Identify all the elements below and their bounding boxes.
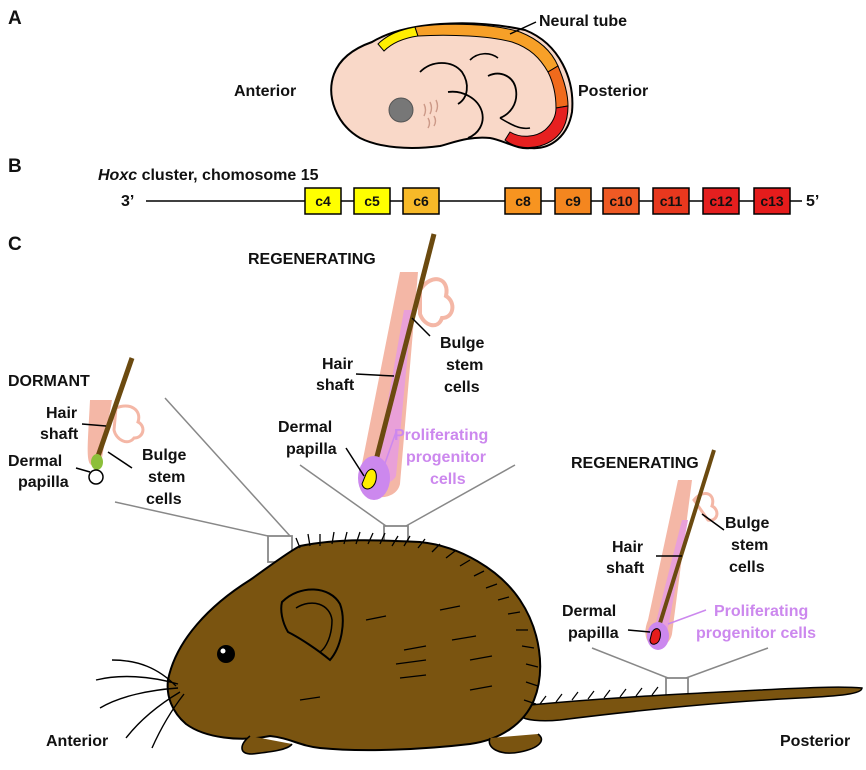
embryo-eye <box>389 98 413 122</box>
regen-top-pointer-papilla <box>346 448 364 476</box>
regen-right-stem-label: stem <box>731 537 768 554</box>
hoxc-italic: Hoxc <box>98 167 137 184</box>
regen-top-sebaceous-gland <box>420 279 452 325</box>
dormant-title: DORMANT <box>8 373 90 390</box>
embryo-illustration <box>331 22 572 148</box>
panel-c-posterior-label: Posterior <box>780 733 850 750</box>
regen-right-bulge-label: Bulge <box>725 515 770 532</box>
regen-right-prolif-1: Proliferating <box>714 603 808 620</box>
mouse-tail <box>520 687 862 721</box>
dormant-cells-label: cells <box>146 491 182 508</box>
regen-right-hair-label: Hair <box>612 539 643 556</box>
dormant-hair-label: Hair <box>46 405 77 422</box>
hoxc-title-rest: cluster, chomosome 15 <box>137 167 319 184</box>
mouse-eye <box>217 645 235 663</box>
regen-top-dermal-label: Dermal <box>278 419 332 436</box>
dormant-pointer-papilla <box>76 468 90 472</box>
panel-a-anterior-label: Anterior <box>234 83 296 100</box>
dormant-shaft-label: shaft <box>40 426 79 443</box>
regen-top-papilla-label: papilla <box>286 441 337 458</box>
dormant-dermal-label: Dermal <box>8 453 62 470</box>
gene-label-c11: c11 <box>660 193 683 209</box>
dormant-pointer-bulge <box>108 452 132 468</box>
regen-right-papilla-label: papilla <box>568 625 619 642</box>
regen-top-title: REGENERATING <box>248 251 376 268</box>
gene-label-c10: c10 <box>609 193 633 209</box>
regen-right-dermal-label: Dermal <box>562 603 616 620</box>
hoxc-cluster-title: Hoxc cluster, chomosome 15 <box>98 167 319 184</box>
gene-label-c8: c8 <box>515 193 531 209</box>
gene-label-c5: c5 <box>364 193 380 209</box>
gene-label-c12: c12 <box>709 193 733 209</box>
regen-right-title: REGENERATING <box>571 455 699 472</box>
dormant-dermal-papilla <box>89 470 103 484</box>
gene-label-c4: c4 <box>315 193 331 209</box>
five-prime-end: 5’ <box>806 193 819 210</box>
gene-label-c13: c13 <box>760 193 784 209</box>
dormant-bulb <box>91 454 103 470</box>
gene-label-c9: c9 <box>565 193 581 209</box>
dormant-stem-label: stem <box>148 469 185 486</box>
regen-top-stem-label: stem <box>446 357 483 374</box>
regen-top-prolif-2: progenitor <box>406 449 486 466</box>
regen-right-shaft-label: shaft <box>606 560 645 577</box>
three-prime-end: 3’ <box>121 193 134 210</box>
dormant-bulge-label: Bulge <box>142 447 187 464</box>
regen-top-prolif-1: Proliferating <box>394 427 488 444</box>
regen-top-bulge-label: Bulge <box>440 335 485 352</box>
regen-top-pointer-bulge <box>412 318 430 336</box>
panel-c-anterior-label: Anterior <box>46 733 108 750</box>
regen-top-hair-label: Hair <box>322 356 353 373</box>
mouse-eye-highlight <box>221 649 226 654</box>
gene-label-c6: c6 <box>413 193 429 209</box>
neural-tube-label: Neural tube <box>539 13 627 30</box>
mouse-body <box>168 540 541 750</box>
panel-a-posterior-label: Posterior <box>578 83 648 100</box>
panel-label-b: B <box>8 156 22 177</box>
regen-top-cells-label: cells <box>444 379 480 396</box>
panel-label-c: C <box>8 234 22 255</box>
panel-label-a: A <box>8 8 22 29</box>
regen-right-prolif-2: progenitor cells <box>696 625 816 642</box>
regen-top-shaft-label: shaft <box>316 377 355 394</box>
dormant-papilla-label: papilla <box>18 474 69 491</box>
regen-right-pointer-bulge <box>702 514 724 530</box>
dormant-sebaceous-gland <box>114 406 143 442</box>
regen-top-prolif-3: cells <box>430 471 466 488</box>
regen-right-cells-label: cells <box>729 559 765 576</box>
